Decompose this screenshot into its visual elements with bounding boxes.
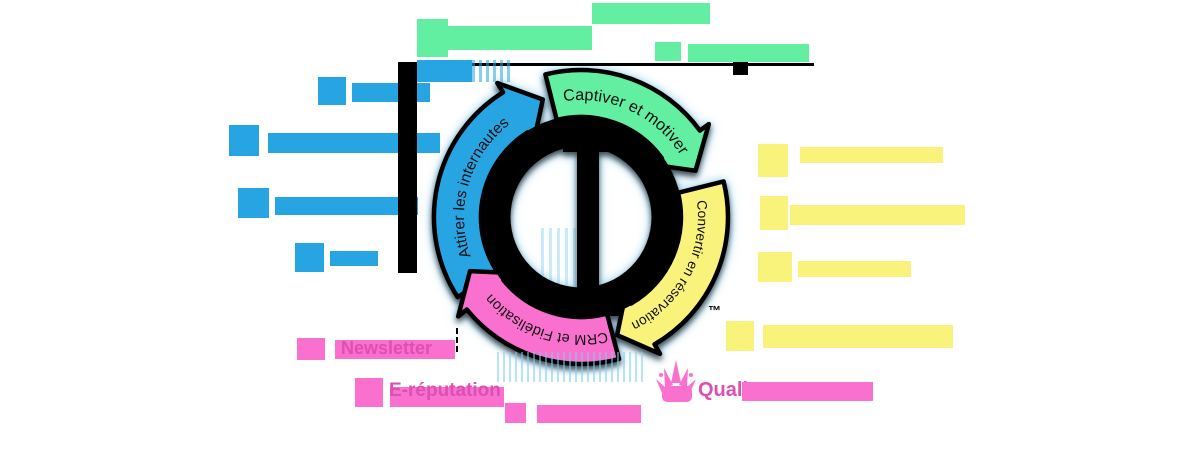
callout-bullet — [417, 19, 448, 57]
callout-label: E-réputation — [389, 380, 501, 401]
callout-highlight-bar — [798, 261, 911, 277]
callout-highlight-bar — [742, 382, 873, 401]
frame-edge-top — [402, 63, 814, 66]
callout-bullet — [726, 321, 754, 351]
callout-bullet — [238, 188, 269, 218]
callout-bullet — [295, 243, 324, 272]
center-ring-artifact — [479, 115, 683, 319]
callout-highlight-bar — [335, 340, 455, 359]
callout-highlight-bar — [688, 44, 809, 62]
frame-corner-right — [733, 62, 748, 75]
callout-bullet — [505, 403, 526, 423]
callout-bullet — [655, 42, 681, 61]
callout-highlight-bar — [790, 205, 965, 225]
callout-highlight-bar — [537, 405, 641, 423]
callout-highlight-bar — [330, 251, 378, 266]
ibeam-foot — [570, 288, 623, 316]
callout-label: Quali — [698, 379, 749, 401]
callout-highlight-bar — [592, 3, 710, 24]
ibeam-top-cap — [563, 128, 613, 152]
callout-bullet — [229, 125, 259, 156]
frame-blue-segment — [417, 60, 472, 82]
frame-blue-fade — [472, 60, 514, 82]
trademark-mark: ™ — [708, 303, 721, 318]
callout-bullet — [297, 338, 325, 360]
callout-bullet — [318, 77, 346, 105]
dashed-tick-mark — [456, 328, 458, 352]
callout-highlight-bar — [268, 133, 440, 153]
frame-edge-left — [398, 62, 417, 273]
callout-highlight-bar — [800, 147, 943, 163]
callout-highlight-bar — [763, 325, 953, 348]
callout-bullet — [760, 196, 788, 230]
spark-icon — [653, 359, 699, 408]
callout-highlight-bar — [275, 197, 418, 215]
callout-highlight-bar — [352, 83, 430, 102]
shadow-streaks-bottom — [497, 352, 643, 382]
callout-highlight-bar — [448, 26, 592, 50]
ibeam-stem — [577, 140, 599, 300]
callout-bullet — [758, 252, 792, 282]
callout-label: Newsletter — [341, 338, 433, 358]
callout-bullet — [758, 144, 788, 177]
callout-bullet — [355, 378, 383, 407]
callout-highlight-bar — [390, 387, 504, 407]
